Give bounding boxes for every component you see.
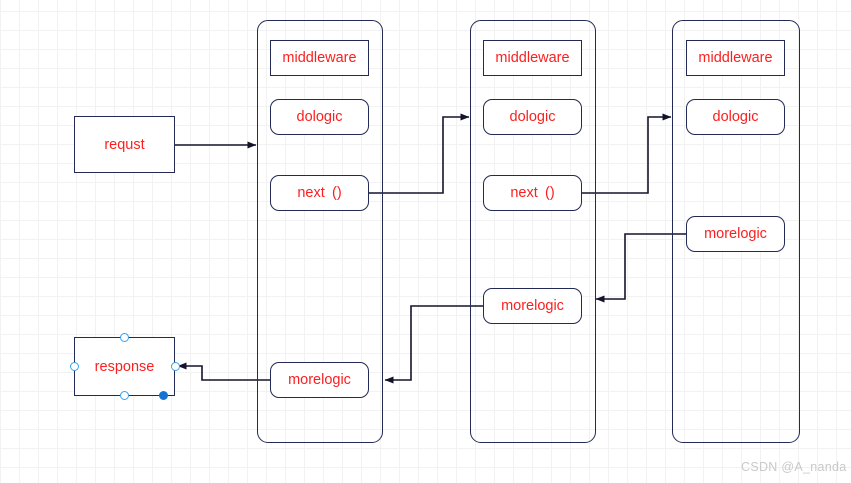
handle-top[interactable] — [120, 333, 129, 342]
handle-bottom-right[interactable] — [159, 391, 168, 400]
handle-right[interactable] — [171, 362, 180, 371]
middleware-lane-3-node-morelogic[interactable]: morelogic — [686, 216, 785, 252]
middleware-lane-1-node-morelogic[interactable]: morelogic — [270, 362, 369, 398]
middleware-lane-1-node-morelogic-label: morelogic — [288, 372, 351, 388]
watermark: CSDN @A_nanda — [741, 460, 847, 474]
edge-lane1next-to-lane2dologic[interactable] — [369, 113, 470, 194]
middleware-lane-2-node-middleware[interactable]: middleware — [483, 40, 582, 76]
node-request[interactable]: requst — [74, 116, 175, 173]
handle-bottom[interactable] — [120, 391, 129, 400]
middleware-lane-2-node-dologic-label: dologic — [509, 109, 556, 125]
handle-left[interactable] — [70, 362, 79, 371]
middleware-lane-1-node-middleware[interactable]: middleware — [270, 40, 369, 76]
middleware-lane-1[interactable] — [257, 20, 383, 443]
middleware-lane-3-node-middleware-label: middleware — [698, 50, 773, 66]
middleware-lane-1-node-next-label: next () — [297, 185, 342, 201]
middleware-lane-2-node-next[interactable]: next () — [483, 175, 582, 211]
middleware-lane-1-node-middleware-label: middleware — [282, 50, 357, 66]
middleware-lane-3-node-dologic[interactable]: dologic — [686, 99, 785, 135]
middleware-lane-2-node-morelogic[interactable]: morelogic — [483, 288, 582, 324]
node-response[interactable]: response — [74, 337, 175, 396]
middleware-lane-3-node-middleware[interactable]: middleware — [686, 40, 785, 76]
middleware-lane-3-node-morelogic-label: morelogic — [704, 226, 767, 242]
middleware-lane-1-node-dologic-label: dologic — [296, 109, 343, 125]
middleware-lane-2-node-dologic[interactable]: dologic — [483, 99, 582, 135]
middleware-lane-1-node-next[interactable]: next () — [270, 175, 369, 211]
middleware-lane-3-node-dologic-label: dologic — [712, 109, 759, 125]
edge-lane2morelogic-to-lane1morelogic[interactable] — [384, 305, 483, 384]
middleware-lane-2[interactable] — [470, 20, 596, 443]
node-request-label: requst — [104, 136, 145, 153]
middleware-lane-1-node-dologic[interactable]: dologic — [270, 99, 369, 135]
middleware-lane-3[interactable] — [672, 20, 800, 443]
middleware-lane-2-node-next-label: next () — [510, 185, 555, 201]
middleware-lane-2-node-morelogic-label: morelogic — [501, 298, 564, 314]
middleware-lane-2-node-middleware-label: middleware — [495, 50, 570, 66]
node-response-label: response — [94, 358, 155, 375]
